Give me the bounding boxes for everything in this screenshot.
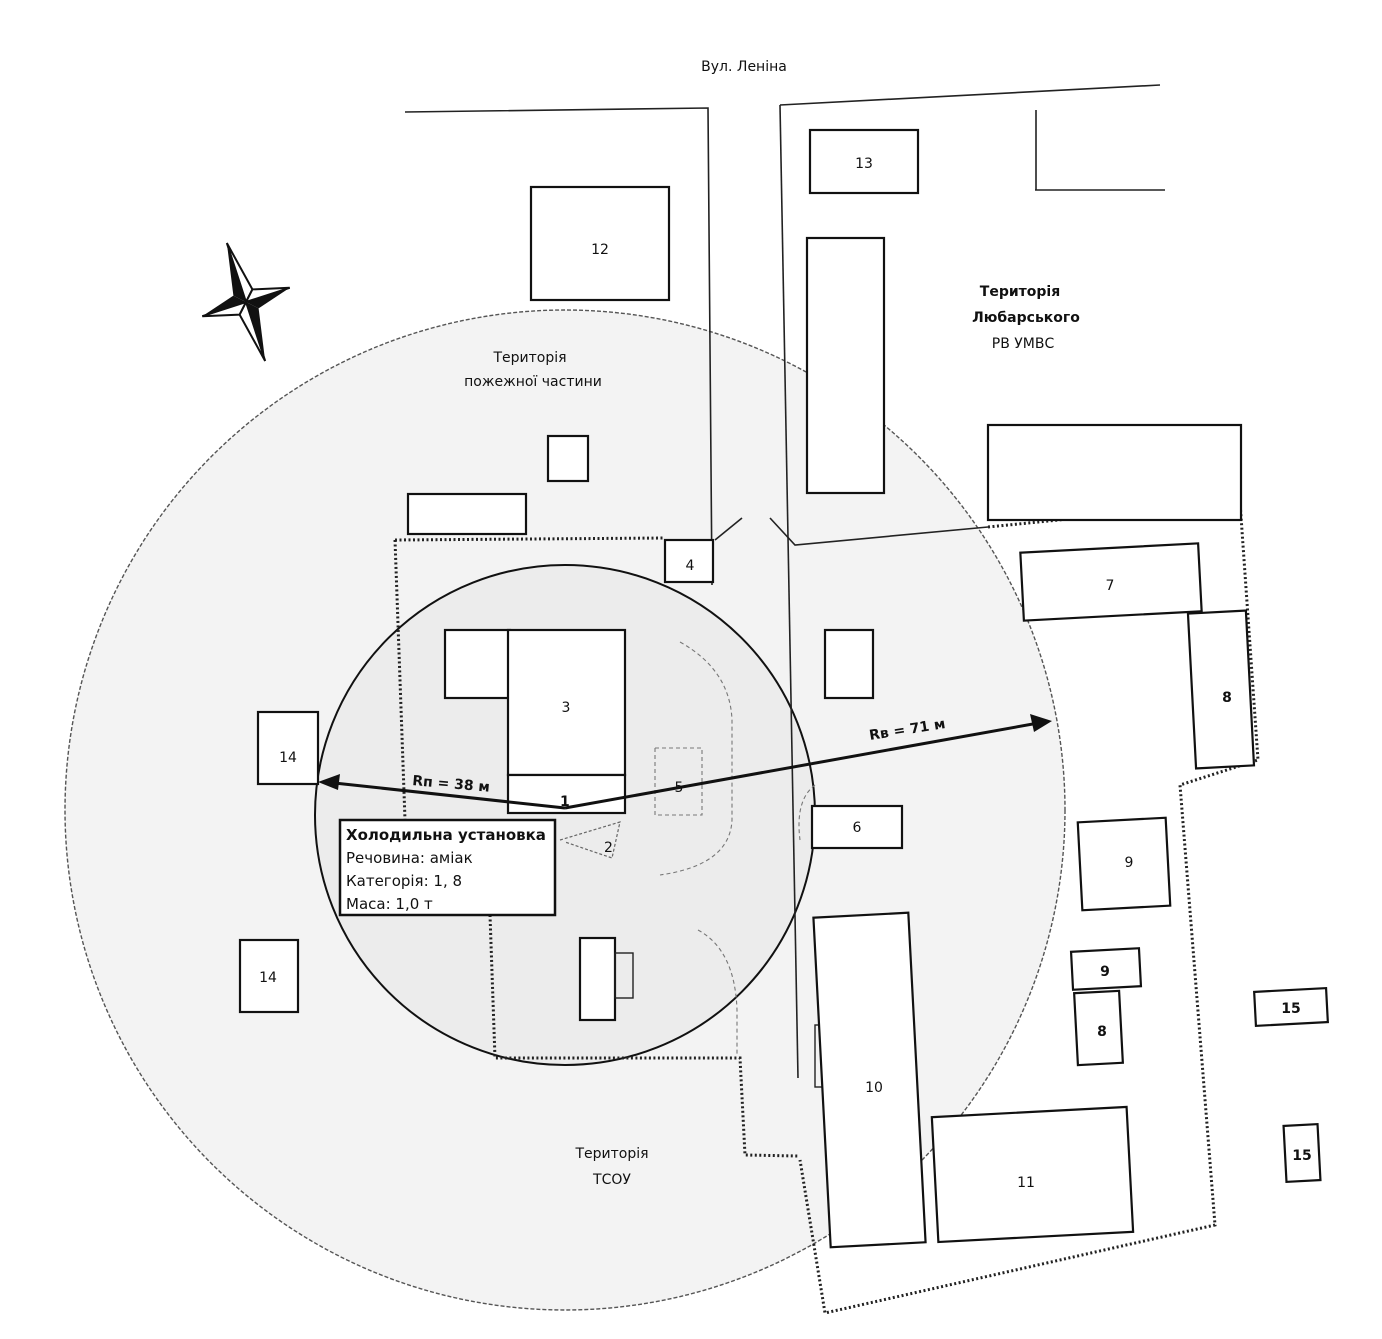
building-3: 3 [506, 628, 627, 815]
svg-text:13: 13 [855, 156, 873, 172]
building-13: 13 [808, 128, 920, 195]
svg-text:7: 7 [1106, 578, 1115, 594]
building-long-north [805, 236, 886, 495]
building-4: 4 [663, 538, 715, 584]
svg-text:9: 9 [1100, 964, 1110, 980]
territory-tsou-label: Територія ТСОУ [574, 1146, 648, 1188]
building-8-small: 8 [1072, 989, 1125, 1067]
svg-text:РВ УМВС: РВ УМВС [992, 336, 1055, 352]
svg-text:8: 8 [1222, 690, 1232, 706]
building-14-north: 14 [256, 710, 320, 786]
building-12: 12 [529, 185, 671, 302]
svg-text:пожежної частини: пожежної частини [464, 374, 602, 390]
building-15-north: 15 [1253, 986, 1329, 1028]
svg-text:Територія: Територія [492, 350, 566, 366]
site-boundaries [404, 84, 1165, 1079]
svg-text:10: 10 [865, 1080, 883, 1096]
svg-text:14: 14 [279, 750, 297, 766]
svg-text:9: 9 [1125, 855, 1134, 871]
territory-fire-label: Територія пожежної частини [464, 350, 602, 390]
svg-text:4: 4 [686, 558, 695, 574]
building-15-south: 15 [1282, 1122, 1322, 1184]
svg-text:15: 15 [1292, 1148, 1311, 1164]
building-11: 11 [930, 1105, 1135, 1244]
svg-text:11: 11 [1017, 1175, 1035, 1191]
leader-line [559, 821, 621, 859]
svg-text:3: 3 [562, 700, 571, 716]
compass-rose-icon [201, 242, 291, 362]
building-9-large: 9 [1076, 816, 1172, 912]
hazard-info-box: Холодильна установка Речовина: аміак Кат… [338, 818, 557, 917]
svg-text:Територія: Територія [980, 284, 1060, 300]
radius-inner-label: Rп = 38 м [412, 773, 491, 796]
radius-outer-arrow [564, 714, 1052, 810]
info-line-2: Речовина: аміак [346, 849, 473, 867]
info-line-4: Маса: 1,0 т [346, 895, 433, 913]
info-line-1: Холодильна установка [346, 826, 546, 844]
street-label: Вул. Леніна [701, 59, 787, 75]
building-6: 6 [810, 804, 904, 850]
building-10: 10 [812, 911, 927, 1249]
svg-text:Любарського: Любарського [972, 310, 1080, 326]
svg-text:6: 6 [853, 820, 862, 836]
svg-text:Територія: Територія [574, 1146, 648, 1162]
territory-police-label: Територія Любарського РВ УМВС [972, 284, 1080, 352]
source-point-2-label: 2 [604, 840, 613, 856]
info-line-3: Категорія: 1, 8 [346, 872, 462, 890]
svg-text:15: 15 [1281, 1001, 1300, 1017]
building-7: 7 [1019, 542, 1203, 622]
building-9-small: 9 [1069, 947, 1143, 991]
building-8-east: 8 [1186, 609, 1256, 770]
svg-text:8: 8 [1097, 1024, 1107, 1040]
source-point-1-label: 1 [560, 794, 570, 810]
radius-inner-arrow [318, 774, 566, 810]
svg-text:12: 12 [591, 242, 609, 258]
building-14-south: 14 [238, 938, 300, 1014]
svg-text:14: 14 [259, 970, 277, 986]
unnumbered-buildings [406, 423, 1243, 1127]
svg-text:ТСОУ: ТСОУ [592, 1172, 631, 1188]
